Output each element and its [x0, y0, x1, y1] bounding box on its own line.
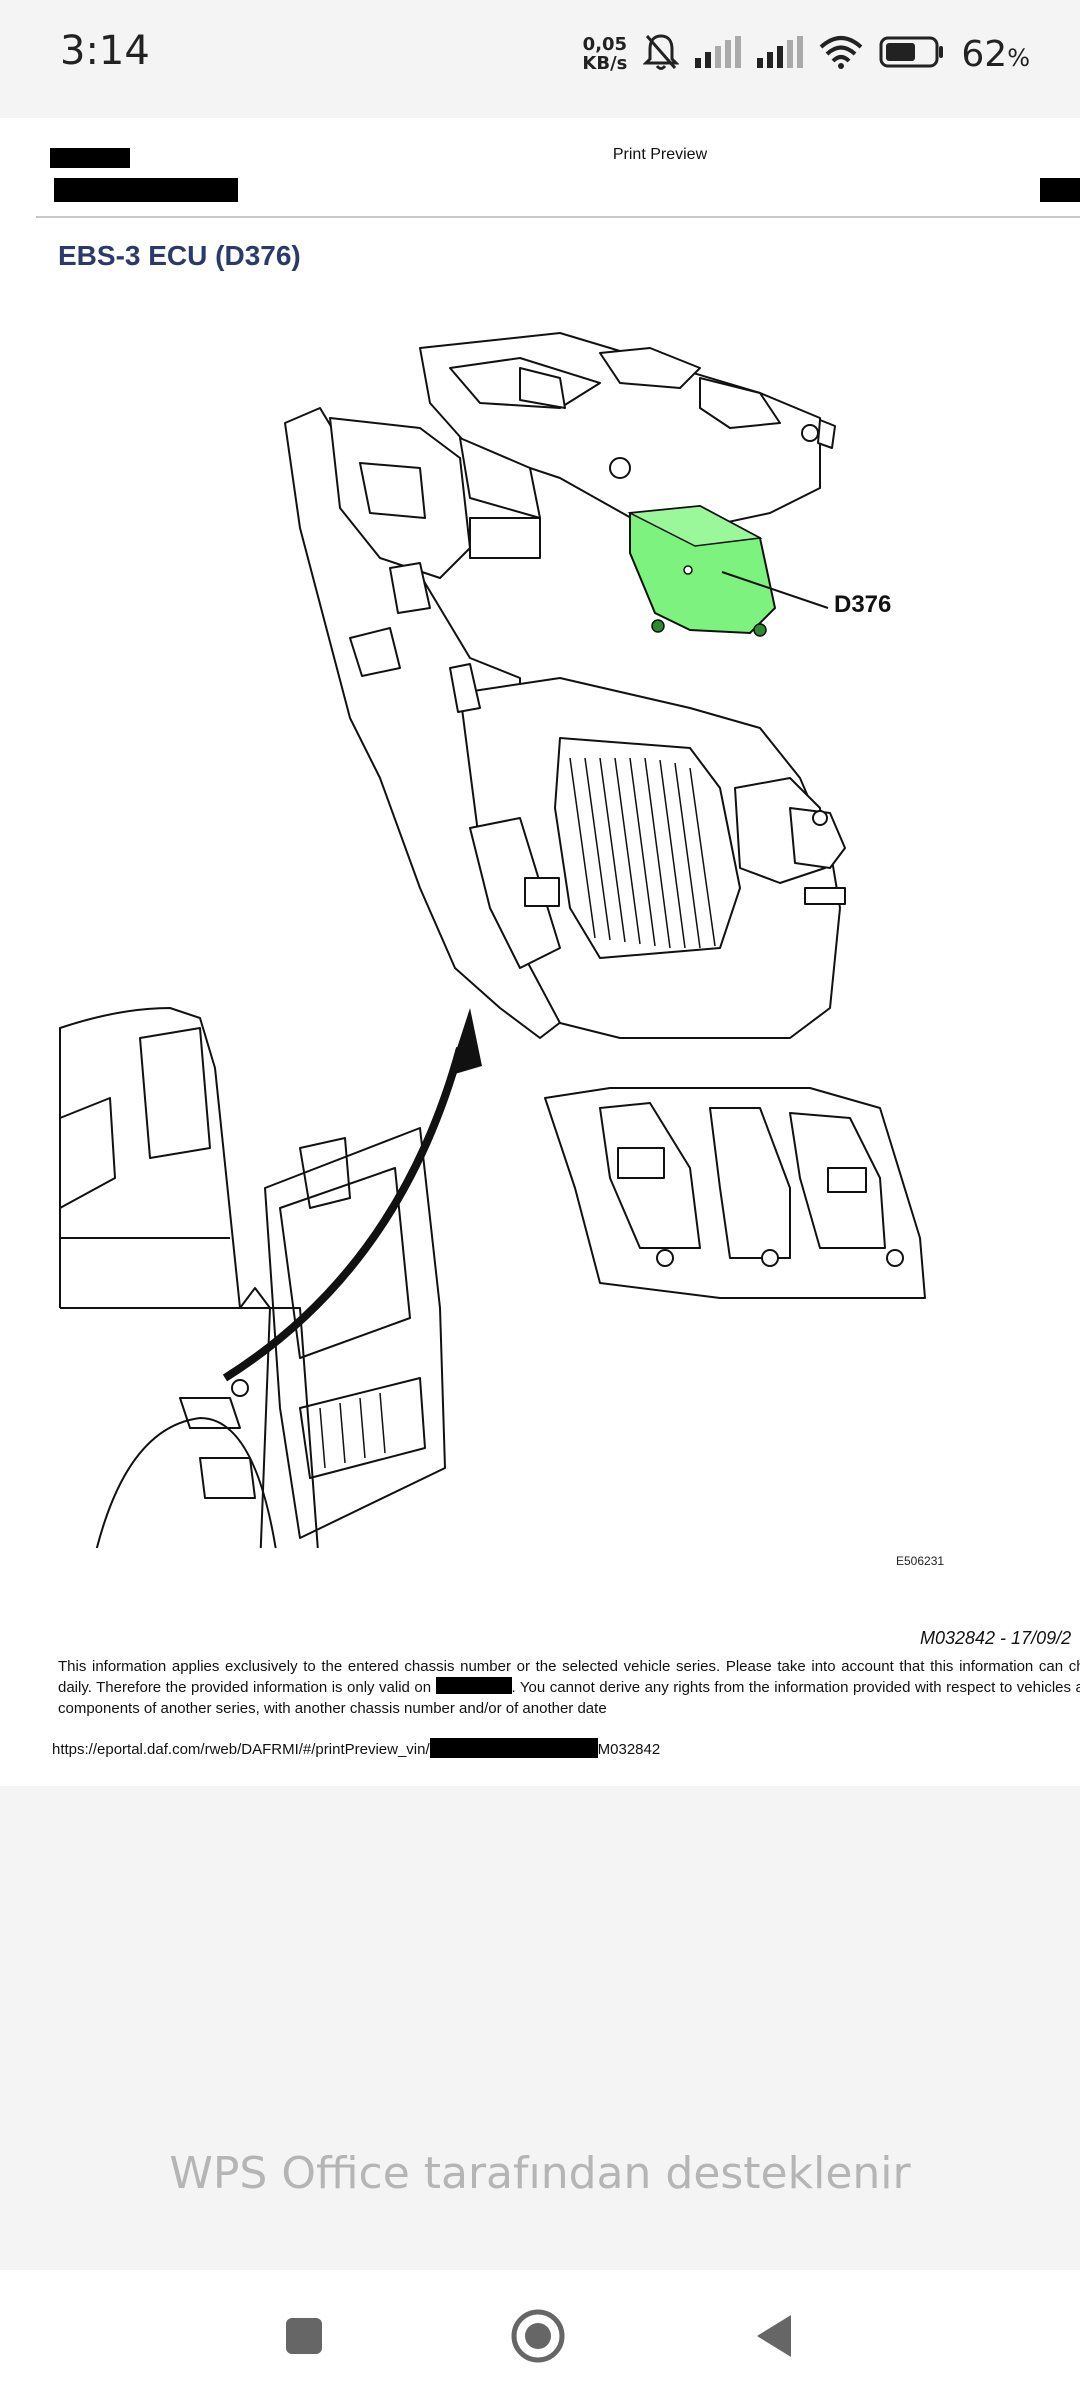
document-page[interactable]: Print Preview EBS-3 ECU (D376) — [0, 118, 1080, 1786]
location-arrow — [222, 1046, 464, 1382]
battery-percent-unit: % — [1007, 43, 1030, 72]
back-icon — [753, 2313, 795, 2364]
technical-diagram: D376 — [59, 332, 926, 1548]
redaction-block — [429, 1738, 598, 1758]
disclaimer-text: This information applies exclusively to … — [58, 1656, 1080, 1719]
network-speed: 0,05 KB/s — [582, 35, 627, 73]
back-button[interactable] — [744, 2308, 804, 2368]
network-speed-value: 0,05 — [582, 34, 628, 55]
disclaimer-part-1: This information applies exclusively to … — [58, 1658, 1080, 1696]
redaction-block — [50, 148, 130, 168]
recent-apps-button[interactable] — [274, 2308, 334, 2368]
mute-bell-icon — [642, 32, 680, 77]
header-divider — [36, 216, 1080, 218]
battery-percent-value: 62 — [961, 33, 1008, 75]
wifi-icon — [819, 35, 863, 74]
status-icons: 0,05 KB/s — [582, 26, 1030, 82]
url-suffix: M032842 — [597, 1741, 661, 1758]
url-prefix: https://eportal.daf.com/rweb/DAFRMI/#/pr… — [52, 1741, 430, 1758]
home-icon — [510, 2308, 566, 2369]
wps-branding: WPS Office tarafından desteklenir — [169, 2148, 911, 2199]
battery-icon — [879, 36, 945, 73]
page-url: https://eportal.daf.com/rweb/DAFRMI/#/pr… — [52, 1738, 660, 1758]
signal-icon — [695, 35, 742, 73]
battery-percent: 62% — [961, 34, 1030, 75]
document-reference: M032842 - 17/09/2 — [920, 1628, 1072, 1648]
page-title: EBS-3 ECU (D376) — [58, 240, 301, 271]
home-button[interactable] — [508, 2308, 568, 2368]
clock: 3:14 — [60, 28, 150, 74]
recent-apps-icon — [284, 2316, 324, 2361]
component-label: D376 — [834, 591, 891, 618]
signal-icon — [757, 35, 804, 73]
navigation-bar — [0, 2270, 1080, 2400]
redaction-block — [435, 1677, 512, 1694]
redaction-block — [54, 178, 238, 202]
open-door — [264, 1127, 446, 1539]
figure-code: E506231 — [896, 1554, 945, 1568]
print-preview-header: Print Preview — [612, 146, 708, 163]
ebs-ecu-highlight — [627, 504, 777, 637]
disclaimer-part-2: . You cannot derive any rights from the … — [58, 1679, 1080, 1717]
redaction-block — [1040, 178, 1080, 202]
status-bar: 3:14 0,05 KB/s — [0, 0, 1080, 118]
network-speed-unit: KB/s — [582, 53, 628, 74]
